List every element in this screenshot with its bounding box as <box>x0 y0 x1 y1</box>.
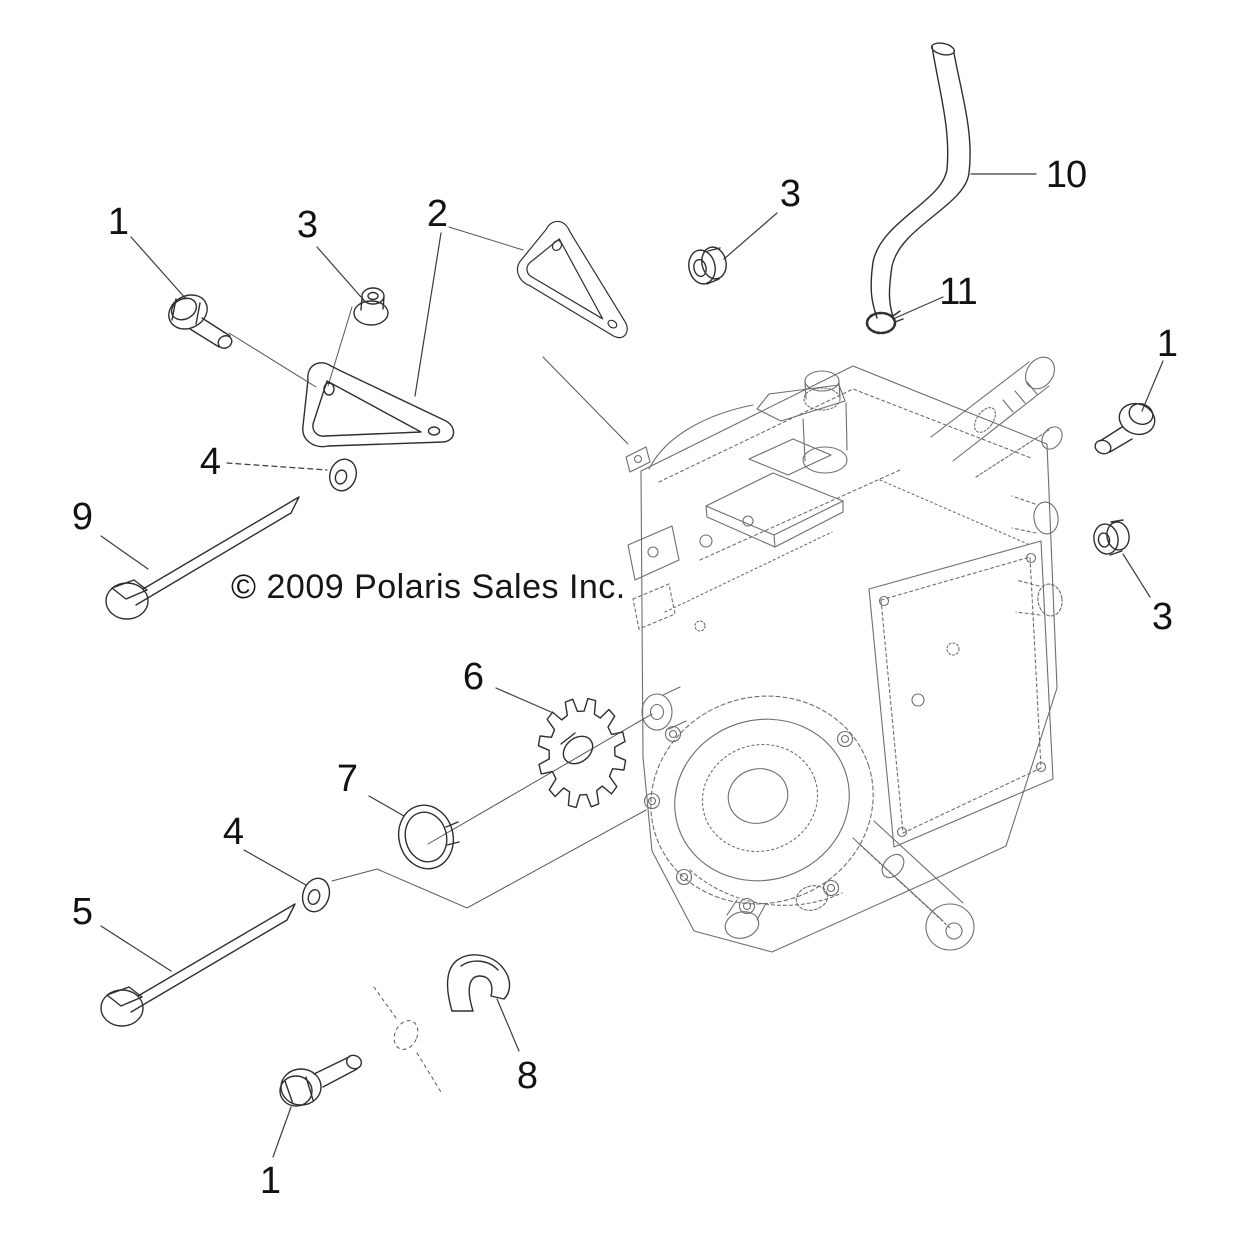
vent-hose <box>870 42 971 319</box>
callout-5: 5 <box>71 891 93 933</box>
callout-7: 7 <box>336 758 358 800</box>
flange-bolt-top-left <box>168 294 233 349</box>
callout-1-right: 1 <box>1156 323 1178 365</box>
callout-9: 9 <box>71 496 93 538</box>
callout-4-upper: 4 <box>199 441 221 483</box>
mount-bracket-a <box>302 362 455 448</box>
hook-clip <box>446 954 511 1012</box>
hex-bolt-long-upper <box>105 496 300 620</box>
flange-bolt-bottom <box>279 1054 363 1107</box>
callout-3-top-left: 3 <box>296 204 318 246</box>
flat-washer-lower <box>301 877 331 913</box>
callout-8: 8 <box>516 1055 538 1097</box>
leader-lines <box>100 173 1164 1158</box>
flat-washer-upper <box>328 458 358 492</box>
callout-3-top-mid: 3 <box>779 173 801 215</box>
hex-bolt-long-lower <box>100 903 296 1027</box>
flange-nut-right <box>1093 519 1130 556</box>
retaining-ring <box>397 804 460 870</box>
callout-1-top-left: 1 <box>107 201 129 243</box>
flange-nut-top-left <box>353 287 389 326</box>
copyright-text: © 2009 Polaris Sales Inc. <box>231 568 626 606</box>
mount-bracket-b <box>511 214 659 345</box>
drive-sprocket <box>537 697 627 809</box>
hose-clamp <box>865 310 904 335</box>
sprocket-path <box>537 697 627 809</box>
callout-4-lower: 4 <box>222 811 244 853</box>
main-gearcase <box>625 356 1063 953</box>
sealing-plug-top <box>688 246 727 285</box>
callout-6: 6 <box>462 656 484 698</box>
callout-10: 10 <box>1045 154 1087 196</box>
flange-bolt-right <box>1094 402 1156 455</box>
callout-1-bottom: 1 <box>259 1160 281 1202</box>
callout-11: 11 <box>939 271 977 313</box>
callout-2: 2 <box>426 193 448 235</box>
callout-3-right: 3 <box>1151 596 1173 638</box>
